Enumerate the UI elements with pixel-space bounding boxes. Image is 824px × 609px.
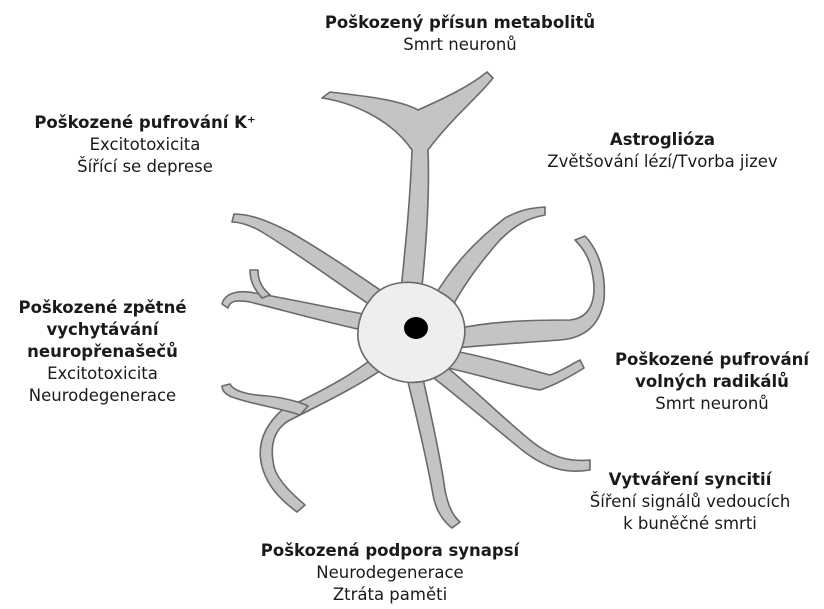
label-line: Smrt neuronů (600, 393, 824, 415)
label-line: Excitotoxicita (0, 363, 205, 385)
label-line: Šíření signálů vedoucích (560, 491, 820, 513)
process-lower-left-branch (222, 384, 308, 415)
label-neurotransmitter-reuptake: Poškozené zpětné vychytávání neuropřenaš… (0, 297, 205, 407)
label-title: Astroglióza (510, 129, 815, 151)
label-title-line: volných radikálů (600, 371, 824, 393)
label-title-line: vychytávání (0, 319, 205, 341)
label-title: Poškozený přísun metabolitů (300, 12, 620, 34)
label-syncytia: Vytváření syncitií Šíření signálů vedouc… (560, 469, 820, 535)
label-synapse-support: Poškozená podpora synapsí Neurodegenerac… (240, 540, 540, 606)
label-line: k buněčné smrti (560, 513, 820, 535)
label-potassium-buffering: Poškozené pufrování K⁺ Excitotoxicita Ší… (15, 112, 275, 178)
label-line: Neurodegenerace (0, 385, 205, 407)
nucleus (404, 317, 428, 339)
label-free-radical-buffering: Poškozené pufrování volných radikálů Smr… (600, 349, 824, 415)
label-astrogliosis: Astroglióza Zvětšování lézí/Tvorba jizev (510, 129, 815, 173)
process-lower-left (260, 345, 395, 512)
label-title: Vytváření syncitií (560, 469, 820, 491)
label-line: Neurodegenerace (240, 562, 540, 584)
label-line: Excitotoxicita (15, 134, 275, 156)
label-line: Smrt neuronů (300, 34, 620, 56)
label-line: Šířící se deprese (15, 156, 275, 178)
label-title-line: Poškozené zpětné (0, 297, 205, 319)
label-line: Zvětšování lézí/Tvorba jizev (510, 151, 815, 173)
label-title: Poškozené pufrování K⁺ (15, 112, 275, 134)
label-title: Poškozená podpora synapsí (240, 540, 540, 562)
label-title-line: Poškozené pufrování (600, 349, 824, 371)
label-line: Ztráta paměti (240, 584, 540, 606)
label-metabolite-supply: Poškozený přísun metabolitů Smrt neuronů (300, 12, 620, 56)
process-right-lower (448, 350, 584, 390)
label-title-line: neuropřenašečů (0, 341, 205, 363)
